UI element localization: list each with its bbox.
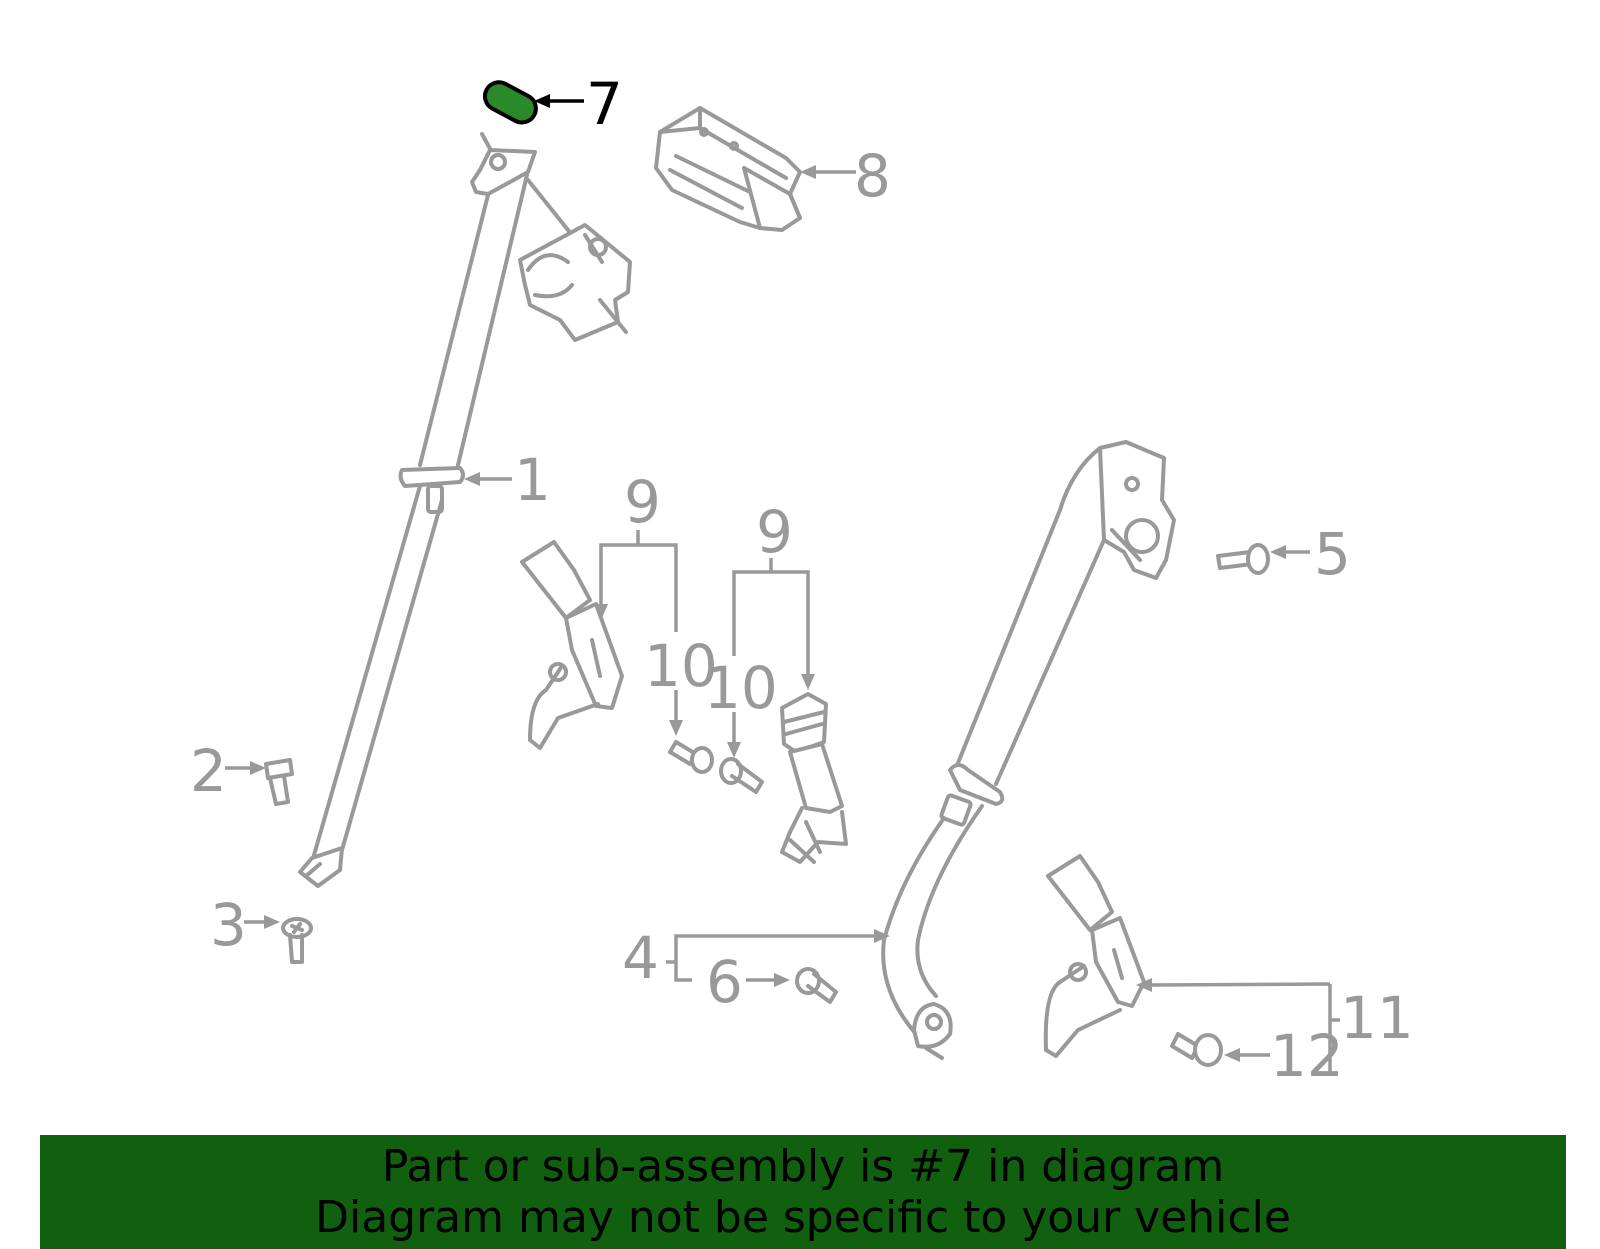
part-9-buckle-right[interactable]: [780, 692, 848, 864]
part-11-rear-buckle[interactable]: [1043, 854, 1146, 1058]
part-6-bolt[interactable]: [795, 967, 838, 1004]
part-10-bolt-b[interactable]: [719, 757, 764, 794]
part-4-rear-belt[interactable]: [881, 440, 1176, 1060]
part-2-bolt[interactable]: [264, 758, 294, 806]
callout-labels: 7 8 1 2 3 9 10 9 10 5 4 6 11 12: [190, 70, 1414, 1090]
banner-line-1: Part or sub-assembly is #7 in diagram: [381, 1141, 1225, 1192]
callout-10-right: 10: [704, 654, 778, 722]
part-9-buckle-left[interactable]: [520, 540, 624, 750]
part-5-bolt[interactable]: [1216, 543, 1270, 575]
callout-6: 6: [706, 948, 743, 1016]
part-8-airbag[interactable]: [654, 106, 802, 232]
callout-4: 4: [622, 924, 659, 992]
parts-diagram: 7 8 1 2 3 9 10 9 10 5 4 6 11 12: [190, 70, 1414, 1090]
callout-9-right: 9: [756, 498, 793, 566]
callout-8: 8: [854, 142, 891, 210]
callout-5: 5: [1314, 520, 1351, 588]
part-1-front-belt[interactable]: [298, 132, 632, 888]
callout-11: 11: [1340, 984, 1414, 1052]
callout-2: 2: [190, 737, 227, 805]
callout-10-left: 10: [644, 632, 718, 700]
callout-9-left: 9: [624, 468, 661, 536]
callout-3: 3: [210, 891, 247, 959]
banner-line-2: Diagram may not be specific to your vehi…: [315, 1192, 1291, 1243]
part-3-screw[interactable]: [281, 917, 313, 964]
leaders: [225, 94, 1340, 1074]
callout-12: 12: [1270, 1022, 1344, 1090]
callout-1: 1: [514, 446, 551, 514]
part-7-cap[interactable]: [480, 77, 541, 127]
info-banner: Part or sub-assembly is #7 in diagram Di…: [40, 1135, 1566, 1249]
callout-7: 7: [586, 70, 623, 138]
part-10-bolt-a[interactable]: [668, 740, 714, 774]
part-12-bolt[interactable]: [1170, 1032, 1223, 1067]
